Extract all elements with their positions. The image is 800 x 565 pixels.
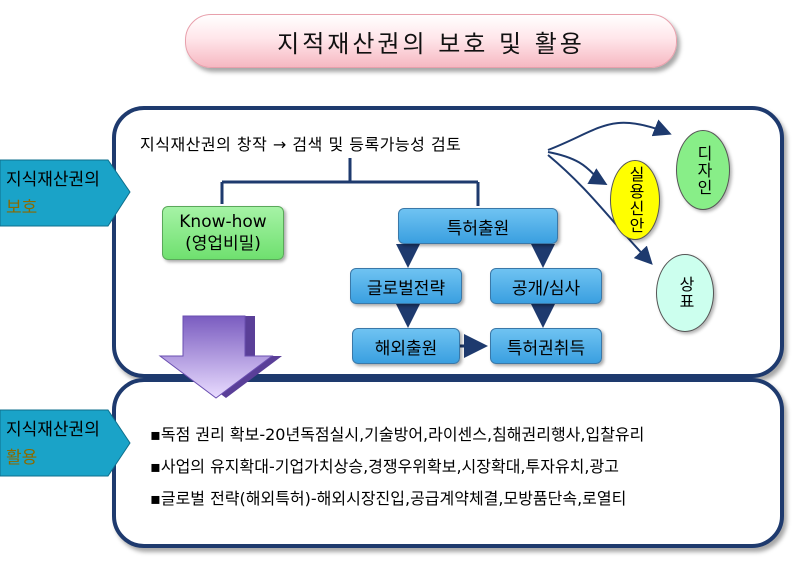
knowhow-label: Know-how: [179, 212, 267, 232]
design-label: 디자인: [694, 144, 713, 196]
side-label-protection-line1: 지식재산권의: [6, 170, 100, 190]
process-heading: 지식재산권의 창작 → 검색 및 등록가능성 검토: [140, 135, 462, 154]
bullet-global-strategy: ▪글로벌 전략(해외특허)-해외시장진입,공급계약체결,모방품단속,로열티: [150, 489, 627, 508]
side-label-protection-line2: 보호: [6, 198, 38, 218]
side-label-protection: 지식재산권의 보호: [6, 166, 100, 222]
tree-connector: [220, 158, 480, 206]
trademark-ellipse: 상표: [656, 254, 714, 332]
patent-acquisition-box: 특허권취득: [490, 328, 602, 364]
ip-type-arrows: [547, 119, 672, 265]
big-down-arrow: [158, 315, 282, 399]
utilization-panel: [112, 378, 784, 548]
global-strategy-box: 글로벌전략: [350, 268, 462, 304]
side-label-utilization-line2: 활용: [6, 448, 38, 468]
utilization-bullets: ▪독점 권리 확보-20년독점실시,기술방어,라이센스,침해권리행사,입찰유리 …: [150, 419, 644, 515]
trademark-label: 상표: [676, 276, 695, 310]
disclosure-examination-box: 공개/심사: [490, 268, 602, 304]
patent-branch-arrows: [396, 242, 555, 358]
trade-secret-label: (영업비밀): [185, 234, 261, 254]
utility-model-label: 실용신안: [626, 166, 645, 234]
diagram-title: 지적재산권의 보호 및 활용: [185, 14, 677, 68]
knowhow-box: Know-how (영업비밀): [162, 206, 284, 260]
bullet-business-expansion: ▪사업의 유지확대-기업가치상승,경쟁우위확보,시장확대,투자유치,광고: [150, 457, 619, 476]
patent-application-box: 특허출원: [398, 208, 558, 244]
bullet-exclusive-rights: ▪독점 권리 확보-20년독점실시,기술방어,라이센스,침해권리행사,입찰유리: [150, 425, 645, 444]
side-arrow-protection: [0, 159, 131, 227]
overseas-application-box: 해외출원: [352, 328, 460, 364]
side-label-utilization: 지식재산권의 활용: [6, 416, 100, 472]
side-label-utilization-line1: 지식재산권의: [6, 420, 100, 440]
side-arrow-utilization: [0, 409, 131, 477]
design-ellipse: 디자인: [676, 130, 730, 210]
utility-model-ellipse: 실용신안: [610, 160, 660, 240]
